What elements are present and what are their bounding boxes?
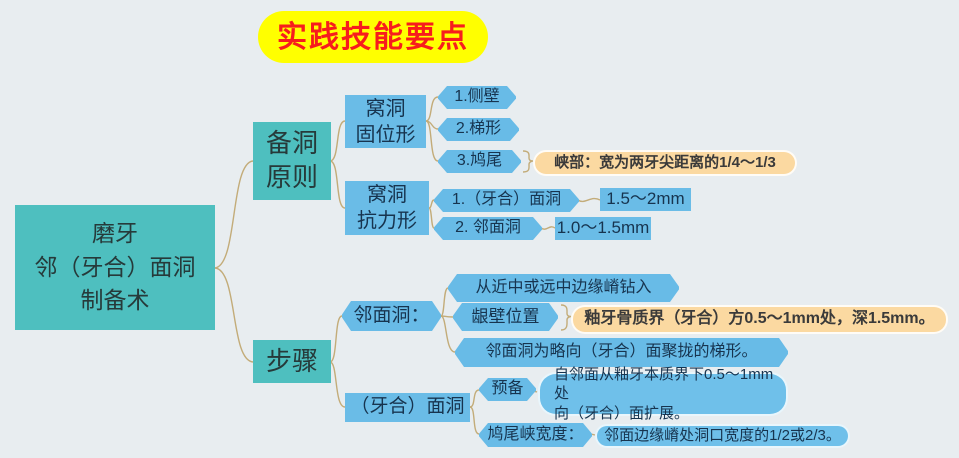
node-retention-form[interactable]: 窝洞 固位形 xyxy=(345,95,426,148)
diagram-title[interactable]: 实践技能要点 xyxy=(258,11,488,63)
value-depth-occlusal[interactable]: 1.5～2mm xyxy=(600,188,691,211)
brace-connector xyxy=(560,304,572,331)
node-proximal-cavity[interactable]: 邻面洞： xyxy=(342,301,441,331)
note-dovetail-isthmus-width[interactable]: 邻面边缘嵴处洞口宽度的1/2或2/3。 xyxy=(595,424,850,448)
value-depth-proximal[interactable]: 1.0～1.5mm xyxy=(555,217,651,240)
branch-steps[interactable]: 步骤 xyxy=(253,340,331,383)
node-resistance-form[interactable]: 窝洞 抗力形 xyxy=(345,181,429,235)
note-gingival-wall-position[interactable]: 釉牙骨质界（牙合）方0.5～1mm处，深1.5mm。 xyxy=(571,305,948,334)
root-node[interactable]: 磨牙 邻（牙合）面洞 制备术 xyxy=(15,205,215,330)
node-occlusal-cavity[interactable]: （牙合）面洞 xyxy=(345,393,470,422)
node-trapezoid[interactable]: 2.梯形 xyxy=(438,118,519,141)
node-side-wall[interactable]: 1.侧壁 xyxy=(438,86,516,109)
brace-connector xyxy=(522,150,534,173)
node-dovetail[interactable]: 3.鸠尾 xyxy=(438,150,521,173)
note-isthmus-width[interactable]: 峡部：宽为两牙尖距离的1/4～1/3 xyxy=(533,150,797,176)
node-entry-point[interactable]: 从近中或远中边缘嵴钻入 xyxy=(448,274,679,302)
note-prepare-detail[interactable]: 自邻面从釉牙本质界下0.5～1mm处 向（牙合）面扩展。 xyxy=(538,366,788,422)
node-proximal-cavity-depth[interactable]: 2. 邻面洞 xyxy=(434,217,542,240)
node-proximal-shape[interactable]: 邻面洞为略向（牙合）面聚拢的梯形。 xyxy=(455,338,788,367)
branch-principles[interactable]: 备洞 原则 xyxy=(253,122,331,200)
node-prepare[interactable]: 预备 xyxy=(479,378,536,401)
node-occlusal-cavity-depth[interactable]: 1.（牙合）面洞 xyxy=(434,189,579,212)
node-gingival-wall[interactable]: 龈壁位置 xyxy=(453,303,558,331)
node-dovetail-isthmus[interactable]: 鸠尾峡宽度： xyxy=(479,423,592,447)
